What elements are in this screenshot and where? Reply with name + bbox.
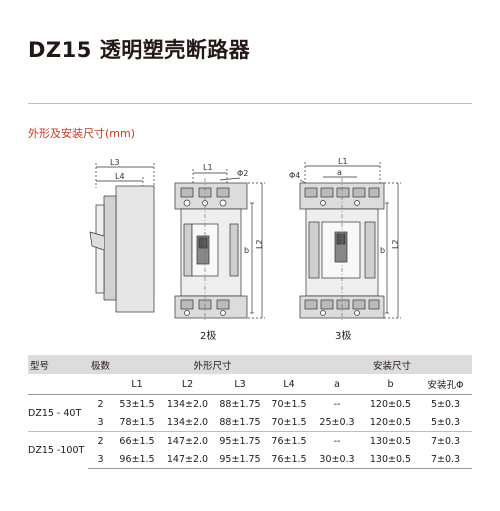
table-row: 3 96±1.5 147±2.0 95±1.75 76±1.5 30±0.3 1… [28, 450, 472, 469]
dimension-drawing: L3 L4 L1 Φ2 [89, 157, 401, 322]
cell-a: 30±0.3 [312, 450, 362, 469]
subheader-hole: 安装孔Φ [419, 374, 472, 395]
cell-l2: 147±2.0 [161, 431, 214, 450]
dim-label-phi2: Φ2 [237, 169, 248, 178]
cell-poles: 2 [88, 431, 113, 450]
cell-b: 120±0.5 [369, 398, 412, 410]
caption-two-pole: 2极 [200, 331, 217, 342]
header-outline: 外形尺寸 [113, 355, 312, 374]
header-model: 型号 [28, 355, 88, 374]
cell-hole: 7±0.3 [419, 431, 472, 450]
cell-l1: 96±1.5 [113, 450, 161, 469]
cell-l4: 76±1.5 [266, 450, 312, 469]
subheader-l2: L2 [161, 374, 214, 395]
dim-label-l4: L4 [115, 172, 125, 181]
table-row: 3 78±1.5 134±2.0 88±1.75 70±1.5 25±0.3 1… [28, 413, 472, 432]
subheader-l3: L3 [214, 374, 266, 395]
cell-hole: 5±0.3 [430, 416, 461, 428]
dim-label-l1-2p: L1 [203, 163, 213, 172]
cell-l4: 76±1.5 [266, 431, 312, 450]
cell-l2: 134±2.0 [166, 416, 209, 428]
dim-label-b-2p: b [244, 246, 249, 255]
header-poles: 极数 [88, 355, 113, 374]
two-pole-view: L1 Φ2 b L2 [174, 163, 265, 322]
three-pole-view: L1 a Φ4 b [289, 157, 401, 322]
subheader-b: b [362, 374, 419, 395]
subheader-l4: L4 [266, 374, 312, 395]
cell-l2: 147±2.0 [161, 450, 214, 469]
cell-l1: 78±1.5 [119, 416, 155, 428]
dim-label-l2-3p: L2 [391, 239, 400, 249]
subheader-a: a [312, 374, 362, 395]
cell-model: DZ15 - 40T [28, 407, 82, 419]
table-row: DZ15 -100T 2 66±1.5 147±2.0 95±1.75 76±1… [28, 431, 472, 469]
cell-l3: 95±1.75 [214, 450, 266, 469]
table-row: DZ15 - 40T 2 53±1.5 134±2.0 88±1.75 70±1… [28, 395, 472, 419]
subheader-l1: L1 [113, 374, 161, 395]
cell-hole: 7±0.3 [419, 450, 472, 469]
cell-b: 130±0.5 [362, 450, 419, 469]
cell-a: -- [333, 398, 341, 410]
cell-hole: 5±0.3 [430, 398, 461, 410]
dim-label-l1-3p: L1 [338, 157, 348, 166]
table-header-row: 型号 极数 外形尺寸 安装尺寸 [28, 355, 472, 374]
cell-l3: 88±1.75 [219, 416, 261, 428]
cell-poles: 3 [88, 450, 113, 469]
cell-l3: 95±1.75 [214, 431, 266, 450]
cell-l1: 53±1.5 [119, 398, 155, 410]
cell-poles: 2 [97, 398, 104, 410]
cell-l3: 88±1.75 [219, 398, 261, 410]
cell-a: -- [312, 431, 362, 450]
cell-l4: 70±1.5 [271, 416, 307, 428]
spec-table: 型号 极数 外形尺寸 安装尺寸 L1 L2 L3 L4 a b 安装孔Φ DZ1… [28, 355, 472, 469]
page-title: DZ15 透明塑壳断路器 [28, 38, 251, 62]
table-subheader-row: L1 L2 L3 L4 a b 安装孔Φ [28, 374, 472, 395]
cell-b: 130±0.5 [362, 431, 419, 450]
caption-three-pole: 3极 [335, 331, 352, 342]
dim-label-l2-2p: L2 [255, 239, 264, 249]
cell-model: DZ15 -100T [28, 431, 88, 469]
dim-label-a: a [337, 168, 342, 177]
title-divider [28, 103, 472, 104]
cell-l4: 70±1.5 [271, 398, 307, 410]
dim-label-b-3p: b [380, 246, 385, 255]
section-subtitle: 外形及安装尺寸(mm) [28, 127, 136, 140]
cell-l2: 134±2.0 [166, 398, 209, 410]
cell-l1: 66±1.5 [113, 431, 161, 450]
dim-label-phi4: Φ4 [289, 171, 300, 180]
cell-a: 25±0.3 [319, 416, 355, 428]
side-view: L3 L4 [89, 158, 155, 313]
header-mounting: 安装尺寸 [312, 355, 472, 374]
dim-label-l3: L3 [110, 158, 120, 167]
cell-poles: 3 [97, 416, 104, 428]
cell-b: 120±0.5 [369, 416, 412, 428]
